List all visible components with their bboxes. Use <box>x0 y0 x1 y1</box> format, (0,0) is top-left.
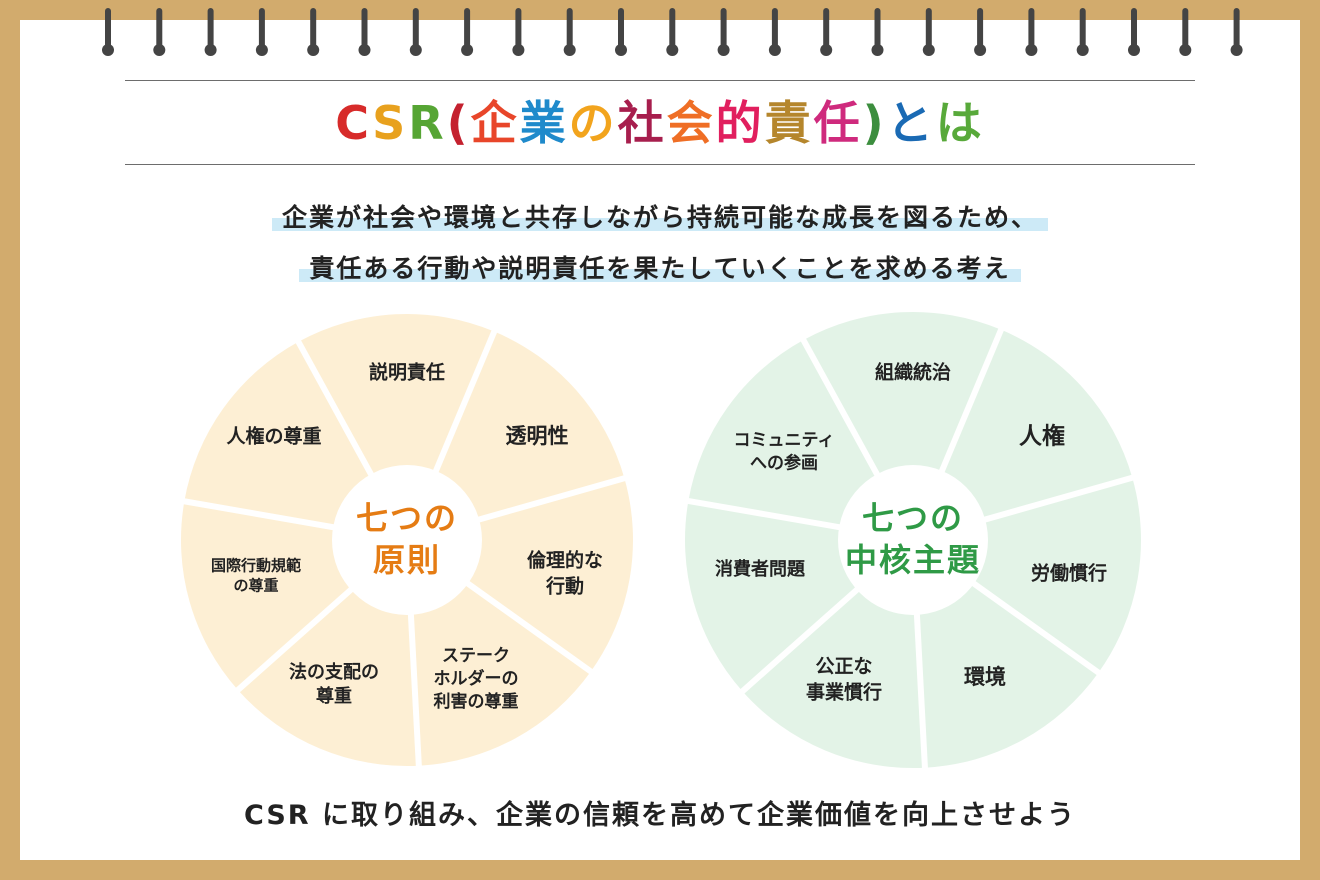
title-char-11: 任 <box>813 96 863 150</box>
spiral-binding <box>102 8 1243 56</box>
lead-line-2: 責任ある行動や説明責任を果たしていくことを求める考え <box>0 249 1320 285</box>
segment-label: 透明性 <box>506 424 569 448</box>
title-char-8: 会 <box>666 96 716 150</box>
segment-label: ホルダーの <box>434 668 519 689</box>
segment-label: コミュニティ <box>734 431 835 451</box>
binding-ring <box>358 8 371 56</box>
binding-ring <box>1179 8 1192 56</box>
title-char-7: 社 <box>617 96 667 150</box>
wheel-center-label: 七つの <box>862 499 964 537</box>
wheel-2-segment <box>803 312 1002 540</box>
segment-label: 組織統治 <box>875 361 951 384</box>
segment-label: 環境 <box>964 665 1006 689</box>
segment-label: 倫理的な <box>527 549 603 572</box>
binding-ring <box>512 8 525 56</box>
binding-ring <box>871 8 884 56</box>
binding-ring <box>922 8 935 56</box>
segment-label: の尊重 <box>233 577 278 595</box>
wheel-center-label: 原則 <box>373 541 441 579</box>
title-char-9: 的 <box>715 96 765 150</box>
title-rule-top <box>125 80 1195 81</box>
segment-label: 消費者問題 <box>715 558 806 580</box>
binding-ring <box>307 8 320 56</box>
title-char-3: ( <box>446 96 471 150</box>
footer-message: CSR に取り組み、企業の信頼を高めて企業価値を向上させよう <box>244 800 1076 831</box>
binding-ring <box>717 8 730 56</box>
segment-label: 事業慣行 <box>806 680 882 703</box>
segment-label: 公正な <box>815 656 872 678</box>
binding-ring <box>820 8 833 56</box>
page-title: CSR(企業の社会的責任)とは <box>125 84 1195 162</box>
wheel-center-label: 七つの <box>356 499 458 537</box>
binding-ring <box>666 8 679 56</box>
wheel-2-segment <box>688 340 913 540</box>
wheel-2-segment <box>913 329 1133 540</box>
segment-label: 尊重 <box>316 685 352 707</box>
binding-ring <box>1025 8 1038 56</box>
lead-text-1: 企業が社会や環境と共存しながら持続可能な成長を図るため、 <box>271 198 1048 234</box>
binding-ring <box>102 8 114 56</box>
title-char-5: 業 <box>519 96 569 150</box>
title-char-14: は <box>935 96 985 150</box>
wheel-1-segment <box>407 331 625 540</box>
binding-ring <box>409 8 422 56</box>
binding-ring <box>563 8 576 56</box>
segment-label: 国際行動規範 <box>211 556 301 574</box>
title-char-10: 責 <box>764 96 814 150</box>
binding-ring <box>615 8 627 56</box>
wheel-1-segment <box>298 314 495 540</box>
segment-label: 法の支配の <box>289 661 379 683</box>
segment-label: 利害の尊重 <box>434 691 519 712</box>
binding-ring <box>1076 8 1089 56</box>
title-char-6: の <box>568 96 618 150</box>
wheel-center-label: 中核主題 <box>845 541 981 579</box>
segment-label: 行動 <box>545 574 584 597</box>
binding-ring <box>1128 8 1140 56</box>
binding-ring <box>255 8 268 56</box>
wheel-hub <box>838 465 988 615</box>
title-char-0: C <box>335 96 373 150</box>
title-char-2: R <box>408 96 447 150</box>
lead-text-2: 責任ある行動や説明責任を果たしていくことを求める考え <box>299 249 1021 285</box>
wheel-hub <box>332 465 482 615</box>
binding-ring <box>153 8 166 56</box>
title-char-4: 企 <box>470 96 520 150</box>
binding-ring <box>461 8 474 56</box>
binding-ring <box>768 8 781 56</box>
title-rule-bottom <box>125 164 1195 165</box>
segment-label: ステーク <box>442 646 510 666</box>
binding-ring <box>204 8 217 56</box>
segment-label: 説明責任 <box>369 361 445 384</box>
binding-ring <box>974 8 987 56</box>
lead-line-1: 企業が社会や環境と共存しながら持続可能な成長を図るため、 <box>0 198 1320 234</box>
binding-ring <box>1230 8 1243 56</box>
title-char-13: と <box>886 96 936 150</box>
segment-label: への参画 <box>750 452 818 473</box>
segment-label: 労働慣行 <box>1031 562 1107 585</box>
segment-label: 人権の尊重 <box>226 425 321 448</box>
title-char-12: ) <box>862 96 887 150</box>
segment-label: 人権 <box>1019 423 1065 450</box>
title-char-1: S <box>372 96 409 150</box>
